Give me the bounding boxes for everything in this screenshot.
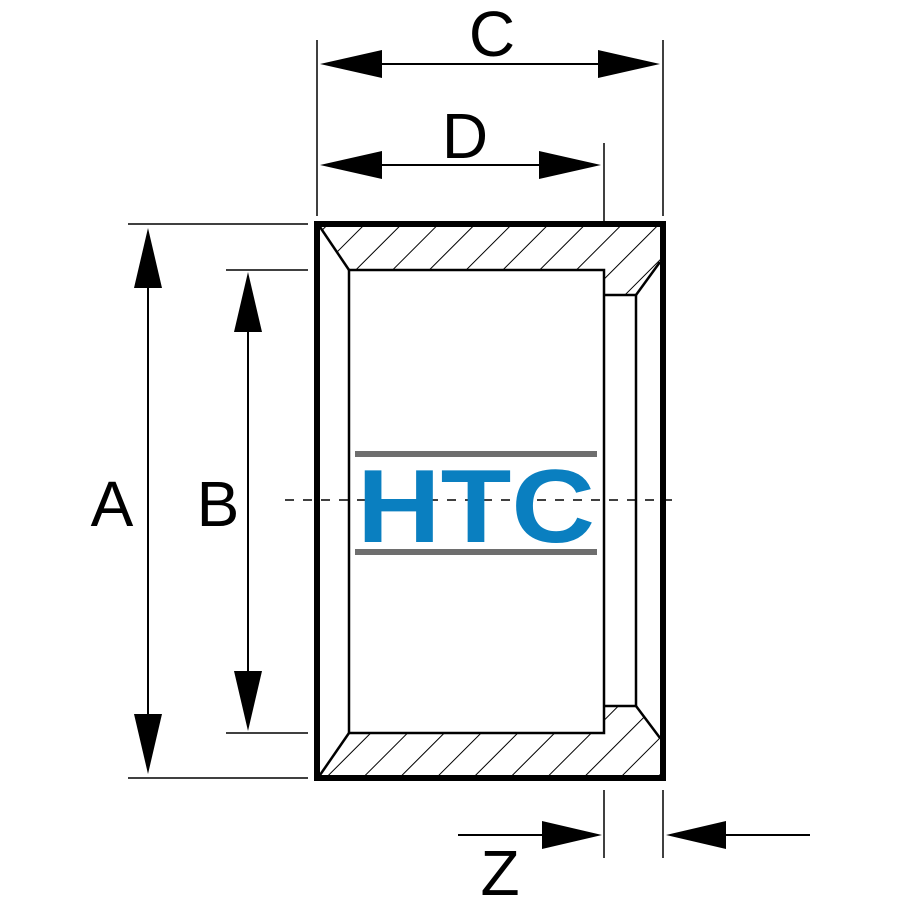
logo-bar-top: [355, 451, 597, 457]
dimension-label-c: C: [469, 0, 515, 70]
dimension-z: Z: [458, 821, 810, 900]
dimension-label-b: B: [197, 468, 240, 540]
dimension-c: C: [320, 0, 660, 78]
chamfer-bottom-left: [318, 732, 351, 776]
top-wall-section: [320, 226, 660, 295]
dimension-label-z: Z: [480, 837, 519, 900]
inner-bore-outline: [347, 268, 606, 735]
dimension-a: A: [91, 228, 162, 774]
dimension-b: B: [197, 272, 262, 731]
logo-bar-bottom: [355, 549, 597, 555]
bottom-wall-section: [320, 706, 660, 776]
dimension-d: D: [320, 100, 601, 179]
dimension-label-d: D: [442, 100, 488, 172]
extension-lines: [128, 40, 664, 858]
htc-logo: HTC: [355, 449, 597, 565]
dimension-label-a: A: [91, 468, 134, 540]
outer-body-outline: [314, 221, 666, 781]
logo-text: HTC: [357, 449, 595, 565]
chamfer-top-left: [318, 226, 351, 271]
